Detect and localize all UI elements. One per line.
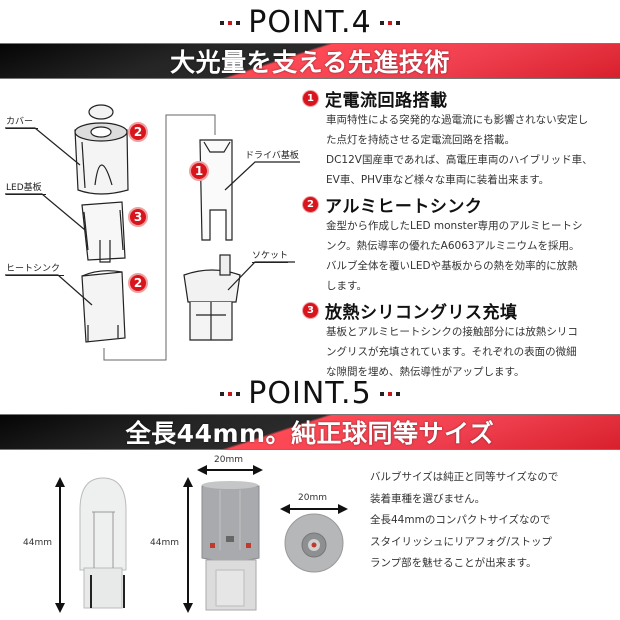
text-line: ランプ部を魅せることが出来ます。 [370, 557, 537, 569]
text-line: な隙間を埋め、熱伝導性がアップします。 [326, 366, 525, 378]
label-driver-board: ドライバ基板 [245, 151, 299, 161]
point5-title: POINT.5 [248, 376, 372, 411]
feature-number-badge: 2 [302, 195, 319, 213]
label-heatsink: ヒートシンク [6, 261, 64, 276]
bulb-size-comparison-illustration [55, 465, 348, 613]
exploded-parts-diagram: カバー LED基板 ヒートシンク ドライバ基板 ソケット 2 3 2 1 [0, 90, 300, 365]
text-line: DC12V国産車であれば、高電圧車両のハイブリッド車、 [326, 154, 593, 166]
label-led-board: LED基板 [6, 180, 46, 195]
point4-banner: 大光量を支える先進技術 [0, 43, 620, 79]
text-line: ンク。熱伝導率の優れたA6063アルミニウムを採用。 [326, 240, 580, 252]
point5-heading: POINT.5 [0, 374, 620, 414]
feature-aluminum-heatsink: 2 アルミヒートシンク 金型から作成したLED monster専用のアルミヒート… [302, 192, 620, 296]
led-width-label: 20mm [214, 455, 243, 465]
badge-cover: 2 [128, 122, 148, 142]
text-line: スタイリッシュにリアフォグ/ストップ [370, 535, 553, 548]
text-line: バルブ全体を覆いLEDや基板からの熱を効率的に放熱 [326, 260, 578, 272]
point5-banner-text: 全長44mm。純正球同等サイズ [125, 419, 495, 448]
point4-heading: POINT.4 [0, 3, 620, 43]
left-dots-decoration [220, 392, 241, 396]
feature-title: アルミヒートシンク [325, 196, 483, 217]
text-line: 車両特性による突発的な過電流にも影響されない安定し [326, 114, 589, 126]
text-line: EV車、PHV車など様々な車両に装着出来ます。 [326, 174, 550, 186]
feature-description: 車両特性による突発的な過電流にも影響されない安定し た点灯を持続させる定電流回路… [302, 110, 620, 190]
feature-constant-current: 1 定電流回路搭載 車両特性による突発的な過電流にも影響されない安定し た点灯を… [302, 86, 620, 190]
left-dots-decoration [220, 21, 241, 25]
label-socket: ソケット [252, 248, 289, 263]
feature-title: 定電流回路搭載 [325, 90, 448, 111]
led-bulb-side-image [201, 481, 260, 611]
right-dots-decoration [379, 392, 400, 396]
text-line: 金型から作成したLED monster専用のアルミヒートシ [326, 220, 583, 232]
led-bulb-top-image [284, 513, 344, 573]
feature-list: 1 定電流回路搭載 車両特性による突発的な過電流にも影響されない安定し た点灯を… [302, 86, 620, 384]
led-diameter-label: 20mm [298, 493, 327, 503]
text-line: ングリスが充填されています。それぞれの表面の微細 [326, 346, 577, 358]
point4-title: POINT.4 [248, 5, 372, 40]
badge-led-board: 3 [128, 207, 148, 227]
point5-banner: 全長44mm。純正球同等サイズ [0, 414, 620, 450]
feature-number-badge: 3 [302, 301, 319, 319]
feature-title: 放熱シリコングリス充填 [325, 302, 518, 323]
badge-heatsink: 2 [128, 273, 148, 293]
halogen-height-label: 44mm [23, 538, 52, 548]
badge-driver-board: 1 [189, 161, 209, 181]
text-line: 基板とアルミヒートシンクの接触部分には放熱シリコ [326, 326, 578, 338]
right-dots-decoration [379, 21, 400, 25]
text-line: します。 [326, 280, 367, 292]
label-cover: カバー [6, 114, 38, 129]
feature-number-badge: 1 [302, 89, 319, 107]
feature-silicon-grease: 3 放熱シリコングリス充填 基板とアルミヒートシンクの接触部分には放熱シリコ ン… [302, 298, 620, 382]
size-description: バルブサイズは純正と同等サイズなので 装着車種を選びません。 全長44mmのコン… [370, 467, 620, 575]
feature-description: 金型から作成したLED monster専用のアルミヒートシ ンク。熱伝導率の優れ… [302, 216, 620, 296]
text-line: た点灯を持続させる定電流回路を搭載。 [326, 134, 515, 146]
point4-banner-text: 大光量を支える先進技術 [170, 48, 450, 77]
text-line: 全長44mmのコンパクトサイズなので [370, 514, 551, 526]
halogen-bulb-image [79, 477, 127, 609]
exploded-bulb-illustration [5, 104, 300, 361]
text-line: バルブサイズは純正と同等サイズなので [370, 471, 559, 483]
text-line: 装着車種を選びません。 [370, 492, 486, 505]
feature-description: 基板とアルミヒートシンクの接触部分には放熱シリコ ングリスが充填されています。そ… [302, 322, 620, 382]
led-height-label: 44mm [150, 538, 179, 548]
